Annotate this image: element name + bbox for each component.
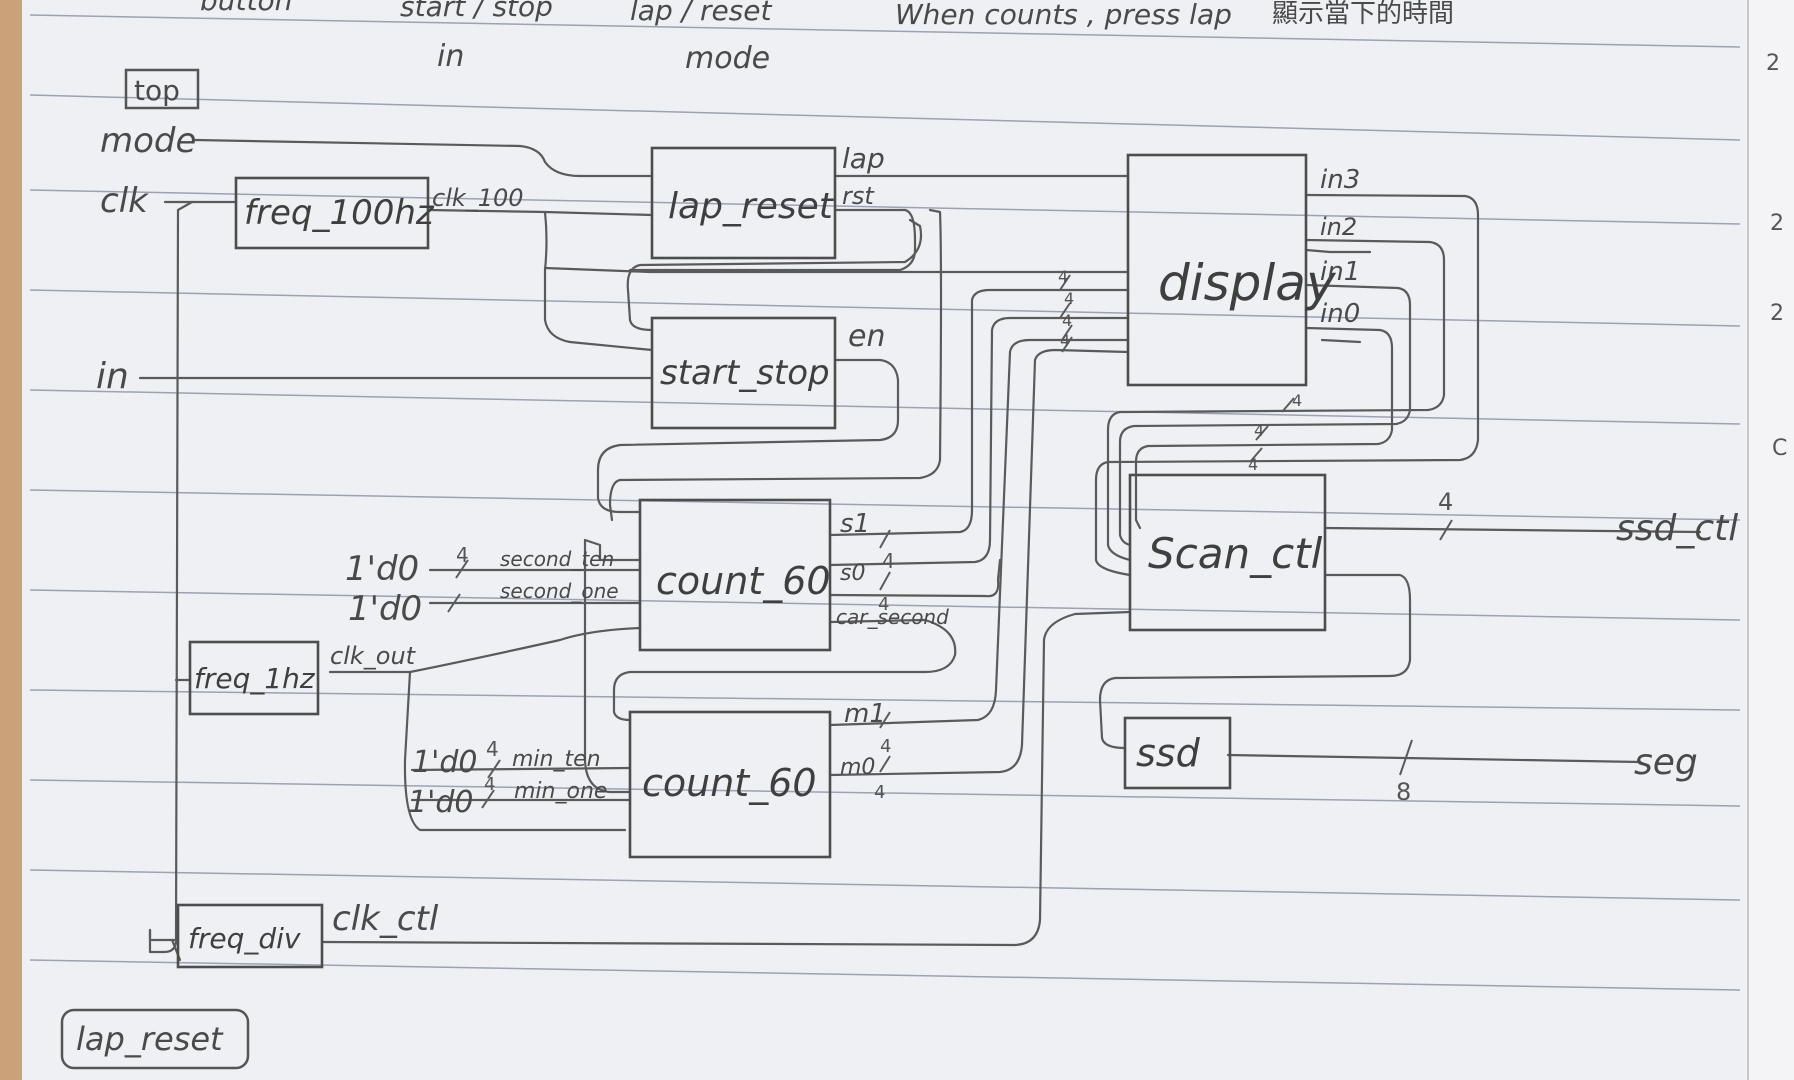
note-button: button <box>200 0 292 17</box>
wires <box>138 138 1702 962</box>
bus-width-s0: 4 <box>878 594 889 615</box>
ruled-lines <box>29 14 1741 991</box>
display-box <box>1126 153 1308 387</box>
wire-s1-label: s1 <box>840 509 870 539</box>
next-page-edge <box>1748 0 1794 1080</box>
const-b-label: 1'd0 <box>348 589 422 629</box>
freq-100hz-label: freq_100hz <box>244 193 435 233</box>
margin-mark-4: C <box>1772 436 1787 461</box>
bus-width-d3: 4 <box>1062 311 1072 330</box>
note-when-counts: When counts , press lap <box>895 0 1232 31</box>
scan-ctl-box <box>1128 473 1327 632</box>
margin-mark-3: 2 <box>1770 301 1784 326</box>
bus-ticks <box>447 274 1453 809</box>
wire-min-ten-label: min_ten <box>512 747 601 772</box>
wire-rst-label: rst <box>842 182 875 210</box>
const-c-label: 1'd0 <box>412 745 477 780</box>
margin-marks: 2 2 2 C <box>1766 51 1787 461</box>
count-60-sec-box <box>638 498 832 652</box>
wire-second-ten-label: second_ten <box>500 547 614 571</box>
freq-1hz-label: freq_1hz <box>194 662 316 695</box>
bus-width-m0: 4 <box>874 782 885 803</box>
freq-div-box <box>176 903 324 969</box>
display-label: display <box>1158 254 1337 312</box>
wire-s0-label: s0 <box>840 561 865 586</box>
wire-second-one-label: second_one <box>500 579 619 603</box>
top-label-box <box>124 68 200 110</box>
wire-min-one-label: min_one <box>514 779 607 804</box>
note-start-stop: start / stop <box>400 0 553 23</box>
const-d-label: 1'd0 <box>408 785 473 820</box>
lap-reset-label: lap_reset <box>668 186 835 227</box>
scan-ctl-label: Scan_ctl <box>1148 529 1323 578</box>
wire-labels: clk_100 lap rst en in3 in2 in1 in0 s1 s0… <box>330 142 1360 939</box>
bus-width-ssd-ctl: 4 <box>1438 488 1453 516</box>
bus-width-labels: 4 4 4 4 4 4 4 4 4 4 4 4 4 4 4 8 <box>456 267 1453 806</box>
start-stop-label: start_stop <box>660 353 830 393</box>
count-60-min-box <box>628 710 832 859</box>
output-ssd-ctl-label: ssd_ctl <box>1616 508 1738 549</box>
bus-width-s1: 4 <box>882 549 895 573</box>
ssd-box <box>1123 716 1232 790</box>
count-60-min-label: count_60 <box>642 761 817 805</box>
ssd-label: ssd <box>1136 731 1201 775</box>
bottom-label: lap_reset <box>76 1020 224 1058</box>
margin-mark-2: 2 <box>1770 211 1784 236</box>
note-mode: mode <box>685 41 770 76</box>
paper-page <box>22 0 1794 1080</box>
lap-reset-box <box>650 146 837 260</box>
freq-100hz-box <box>234 176 430 250</box>
wire-lap-label: lap <box>842 142 885 175</box>
bus-width-min-one: 4 <box>484 774 495 795</box>
note-in: in <box>437 39 464 74</box>
wire-car-second-label: car_second <box>836 605 949 629</box>
wire-clk-ctl-label: clk_ctl <box>332 899 439 939</box>
wire-m0-label: m0 <box>840 755 875 780</box>
bus-width-s-c: 4 <box>1248 455 1258 474</box>
wire-in0-label: in0 <box>1320 299 1360 329</box>
bottom-label-box <box>60 1008 250 1070</box>
wire-in1-label: in1 <box>1320 257 1360 287</box>
top-label: top <box>134 74 180 107</box>
bus-width-d1: 4 <box>1058 267 1068 286</box>
wire-in3-label: in3 <box>1320 165 1360 195</box>
top-note: button start / stop lap / reset When cou… <box>200 0 1454 76</box>
bus-width-seg: 8 <box>1396 778 1411 806</box>
bus-width-s-a: 4 <box>1292 391 1302 410</box>
freq-div-label: freq_div <box>188 922 301 955</box>
const-a-label: 1'd0 <box>345 549 419 589</box>
bus-width-s-b: 4 <box>1254 421 1264 440</box>
blocks <box>176 146 1327 969</box>
wire-clk-out-label: clk_out <box>330 642 417 670</box>
bus-width-d2: 4 <box>1064 289 1074 308</box>
bus-width-second-ten: 4 <box>456 543 469 567</box>
note-cjk: 顯示當下的時間 <box>1272 0 1454 29</box>
bus-width-m1: 4 <box>880 736 891 757</box>
bus-width-d4: 4 <box>1060 331 1070 350</box>
bus-width-min-ten: 4 <box>486 737 499 761</box>
input-in-label: in <box>96 356 129 397</box>
input-clk-label: clk <box>100 181 149 221</box>
count-60-sec-label: count_60 <box>656 559 831 603</box>
note-lap-reset: lap / reset <box>630 0 772 27</box>
input-mode-label: mode <box>100 121 196 161</box>
freq-1hz-box <box>188 640 320 716</box>
wire-en-label: en <box>848 319 885 354</box>
margin-mark-1: 2 <box>1766 51 1780 76</box>
wire-m1-label: m1 <box>844 699 886 729</box>
wire-clk-100-label: clk_100 <box>432 184 524 212</box>
wire-in2-label: in2 <box>1320 213 1357 241</box>
output-seg-label: seg <box>1634 742 1698 783</box>
start-stop-box <box>650 316 837 430</box>
